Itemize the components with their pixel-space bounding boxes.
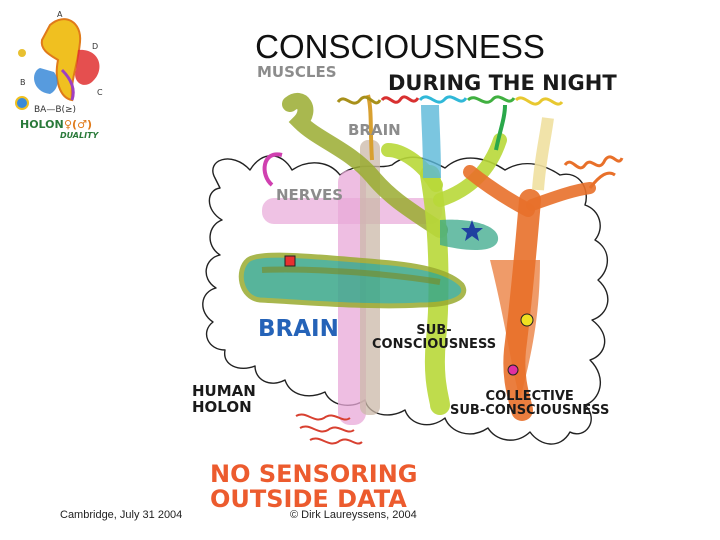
label-collective-line1: COLLECTIVE [485, 389, 574, 404]
logo-holon-text: HOLON [20, 118, 64, 131]
label-brain-big: BRAIN [258, 316, 339, 342]
label-human-line2: HOLON [192, 397, 252, 416]
red-wave-1 [295, 413, 351, 421]
magenta-dot-marker [507, 364, 519, 376]
footer-copyright: © Dirk Laureyssens, 2004 [290, 509, 417, 521]
wave-cyan [418, 95, 468, 104]
logo-holon-symbols: ♀(♂) [64, 118, 92, 131]
brain-core-inner [261, 266, 441, 285]
muscles-path [282, 92, 448, 238]
stalk-cream [532, 117, 554, 191]
stalk-cyan [421, 104, 441, 179]
label-human-line1: HUMAN [192, 382, 256, 400]
label-collective-line2: SUB-CONSCIOUSNESS [450, 402, 610, 418]
label-nerves: NERVES [276, 186, 344, 204]
wave-olive [336, 95, 382, 105]
footer-location-date: Cambridge, July 31 2004 [60, 509, 183, 521]
logo-letter-c: C [97, 88, 103, 97]
collective-branch-right [526, 182, 596, 211]
red-square-marker [284, 255, 296, 267]
subconscious-trunk [420, 165, 450, 415]
collective-lobe [490, 260, 540, 400]
label-no-sensoring-line2: OUTSIDE DATA [210, 485, 407, 514]
wave-orange [563, 155, 624, 170]
slide-title: CONSCIOUSNESS [255, 28, 545, 65]
label-during-the-night: DURING THE NIGHT [388, 71, 617, 95]
logo-ba-text: BA—B(≥) [34, 105, 77, 115]
subconscious-branch-left [381, 143, 443, 192]
label-subconsciousness-line1: SUB- [416, 323, 452, 338]
red-wave-3 [309, 437, 363, 445]
logo-duality-text: DUALITY [60, 131, 99, 140]
stalk-orange [588, 171, 616, 189]
holon-logo [15, 18, 100, 110]
logo-letter-a: A [57, 10, 63, 19]
nerve-wiggle [262, 152, 283, 187]
wave-red [380, 95, 420, 104]
collective-branch-left [463, 165, 535, 217]
label-no-sensoring: NO SENSORING OUTSIDE DATA [210, 460, 418, 514]
yellow-dot-marker [520, 313, 534, 327]
wave-green [466, 95, 516, 104]
label-subconsciousness: SUB- CONSCIOUSNESS [372, 324, 496, 351]
label-subconsciousness-line2: CONSCIOUSNESS [372, 336, 497, 352]
blue-star-marker [461, 220, 483, 241]
logo-letter-b: B [20, 78, 26, 87]
label-collective-subconsciousness: COLLECTIVE SUB-CONSCIOUSNESS [450, 390, 609, 417]
label-brain-small: BRAIN [348, 121, 401, 139]
stalk-green [494, 104, 507, 151]
label-muscles: MUSCLES [257, 63, 337, 81]
logo-letter-d: D [92, 42, 99, 51]
label-human-holon: HUMAN HOLON [192, 382, 256, 416]
label-no-sensoring-line1: NO SENSORING [210, 460, 418, 488]
wave-yellow [514, 96, 564, 106]
red-wave-2 [299, 425, 355, 433]
